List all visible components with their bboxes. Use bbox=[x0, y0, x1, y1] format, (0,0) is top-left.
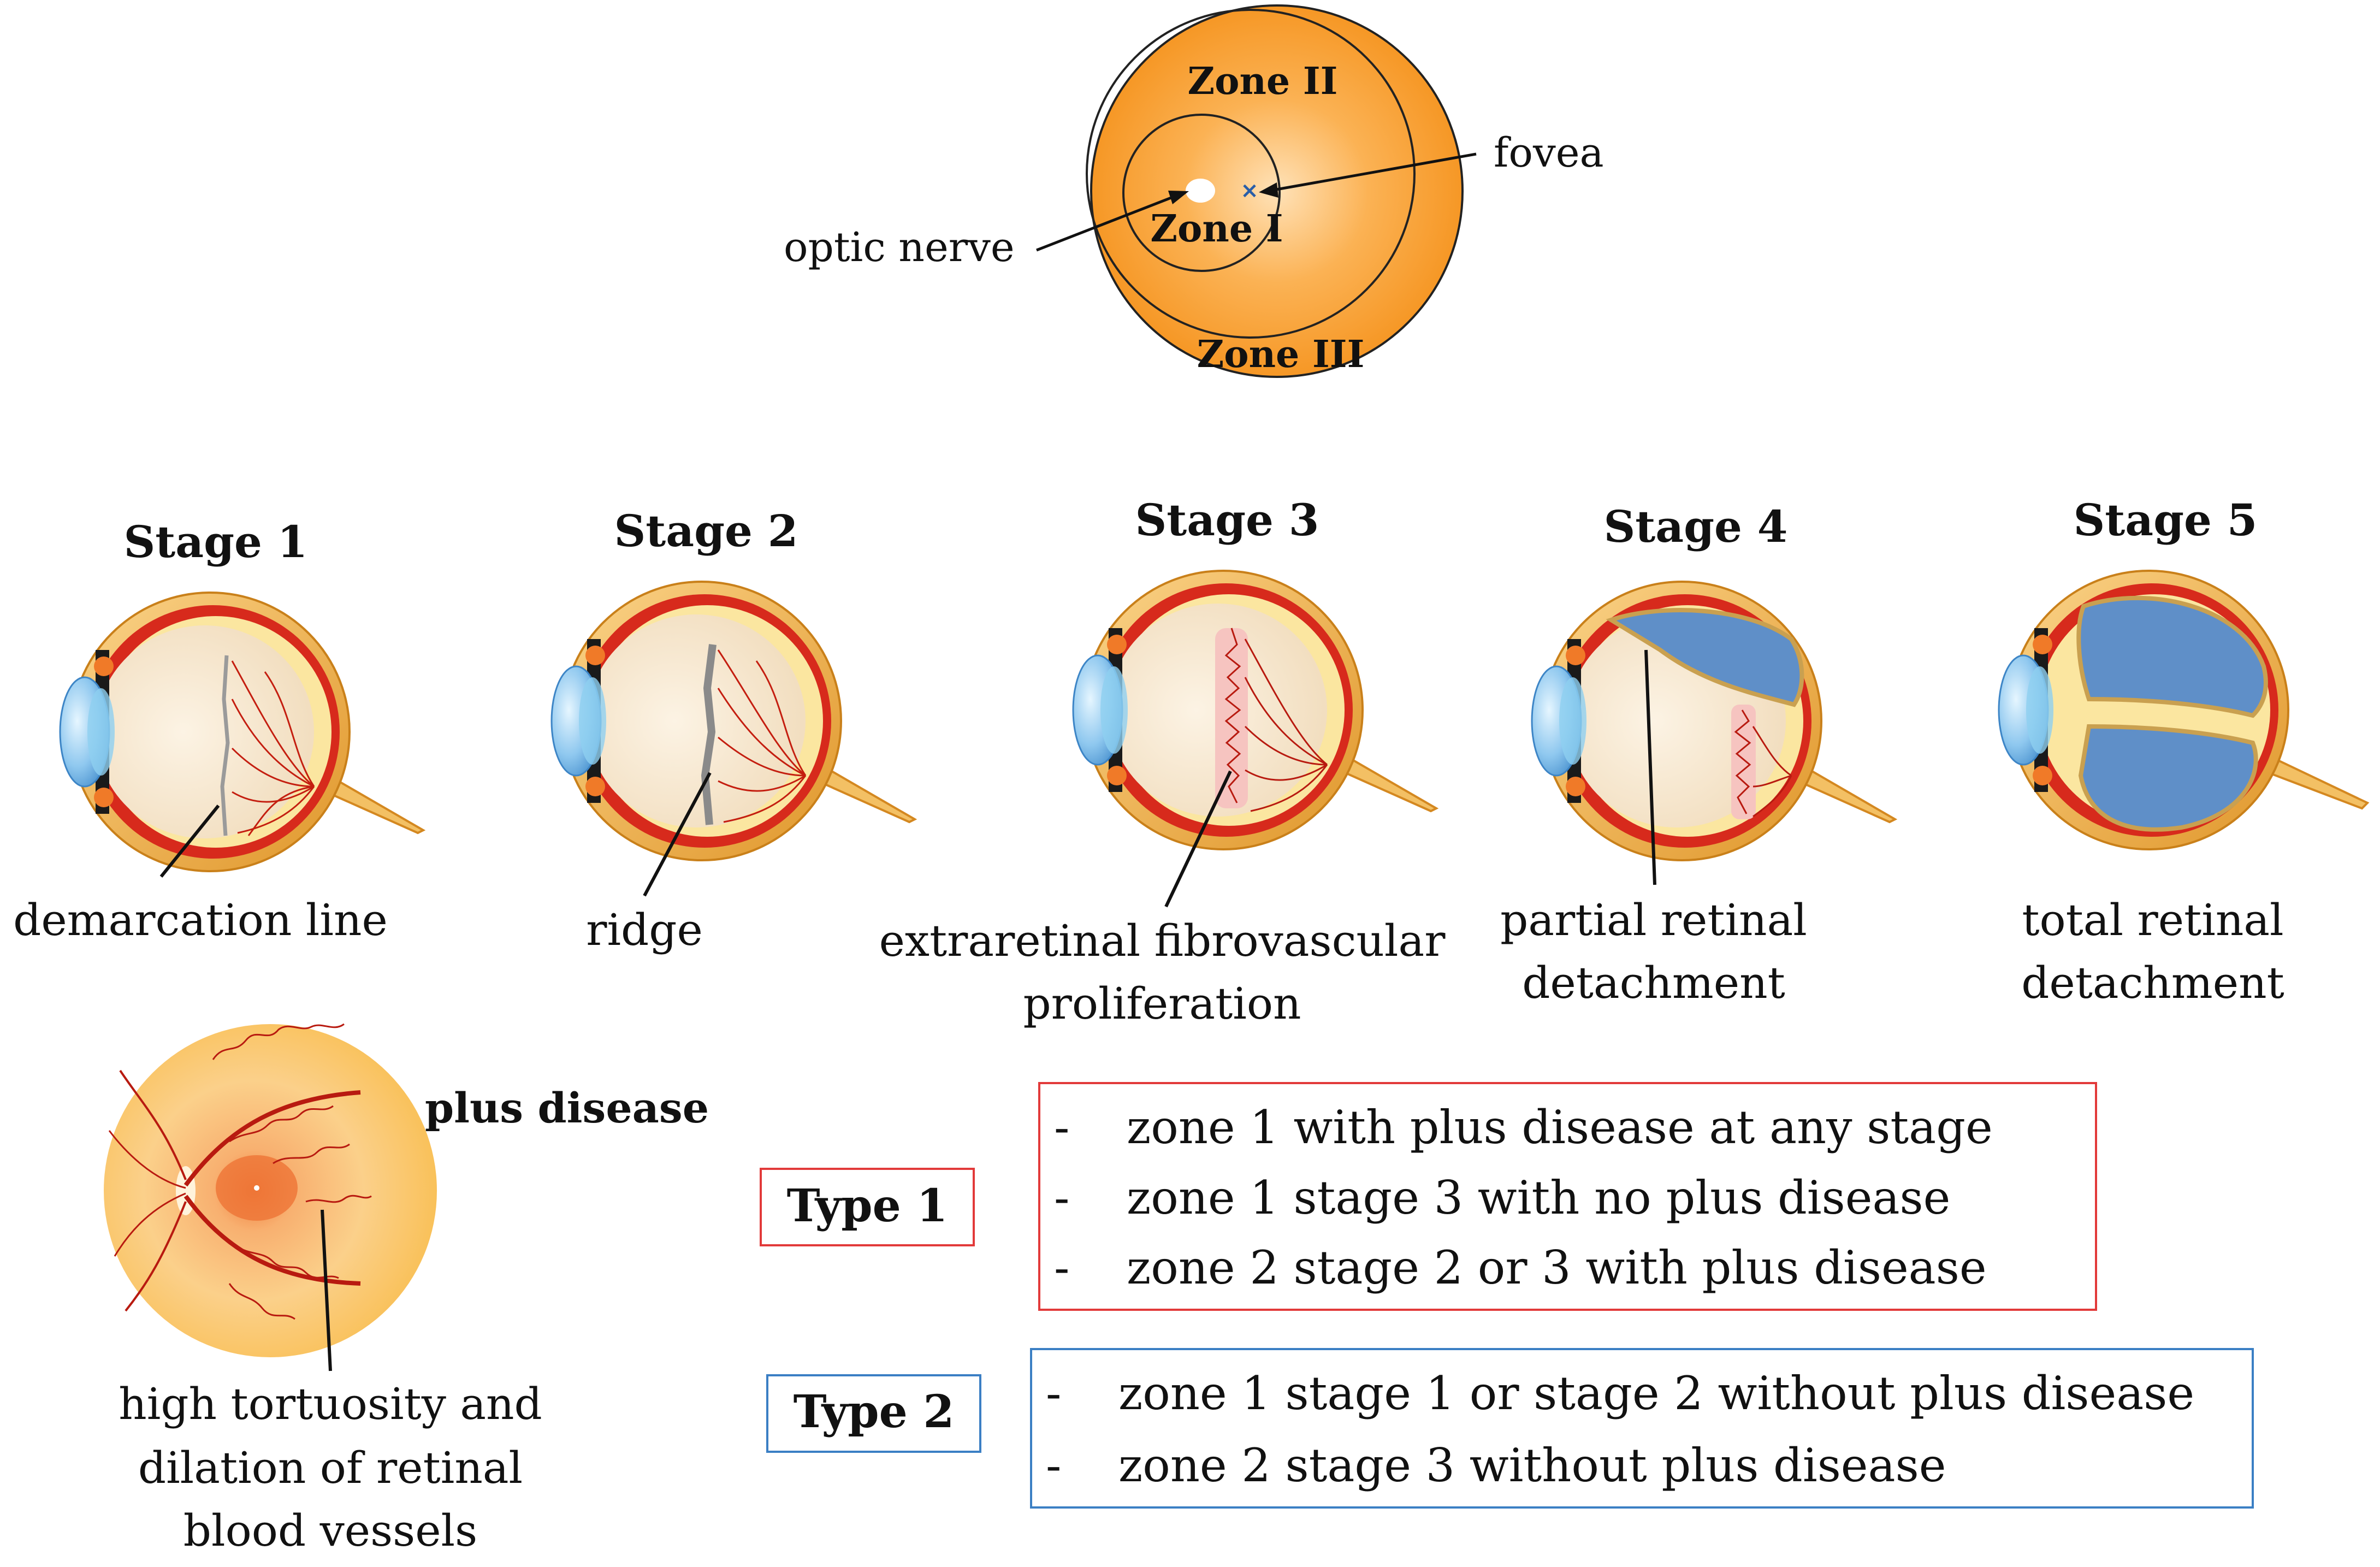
stage-captions: demarcation line ridge extraretinal fibr… bbox=[13, 895, 2284, 1029]
fovea-mark-icon: × bbox=[1240, 178, 1259, 203]
stage-2-caption: ridge bbox=[586, 904, 703, 955]
ridge-line bbox=[701, 644, 717, 825]
plus-caption-line-3: blood vessels bbox=[183, 1505, 477, 1556]
type-2-bullet-2: - bbox=[1046, 1439, 1061, 1492]
eye-stage-5 bbox=[1998, 570, 2370, 850]
plus-pointer bbox=[321, 1209, 332, 1371]
plus-disease-title: plus disease bbox=[425, 1084, 709, 1132]
fibrovascular-band bbox=[1215, 628, 1248, 808]
tortuous-vessels bbox=[108, 1023, 372, 1320]
total-detachment-fluid-upper bbox=[2076, 595, 2268, 718]
type-1-bullet-1: - bbox=[1054, 1101, 1069, 1154]
optic-nerve-label: optic nerve bbox=[784, 224, 1015, 271]
fovea-label: fovea bbox=[1494, 129, 1604, 176]
zone-diagram: × Zone II Zone I Zone III fovea optic ne… bbox=[784, 4, 1604, 378]
zone-1-label: Zone I bbox=[1150, 207, 1283, 251]
fovea-arrow bbox=[1266, 152, 1477, 193]
partial-detachment-fluid bbox=[1606, 608, 1804, 707]
stage-4-title: Stage 4 bbox=[1604, 501, 1788, 552]
eye-stage-4 bbox=[1531, 581, 1898, 861]
stage-pointers bbox=[159, 649, 1656, 908]
type-1-bullet-2: - bbox=[1054, 1171, 1069, 1225]
demarcation-line bbox=[220, 655, 230, 836]
type-1-criteria-box bbox=[1038, 1082, 2097, 1311]
plus-disease-fundus bbox=[104, 1023, 437, 1371]
stage-5-caption-line-2: detachment bbox=[2021, 957, 2284, 1008]
zone-2-label: Zone II bbox=[1188, 60, 1338, 103]
type-1-label-box bbox=[760, 1168, 975, 1246]
type-1-group: Type 1 - zone 1 with plus disease at any… bbox=[760, 1082, 2097, 1311]
stage-1-title: Stage 1 bbox=[124, 516, 308, 567]
plus-caption-line-1: high tortuosity and bbox=[119, 1379, 542, 1429]
type-2-item-1: zone 1 stage 1 or stage 2 without plus d… bbox=[1118, 1367, 2194, 1420]
zone-3-label: Zone III bbox=[1197, 333, 1365, 376]
stage-titles: Stage 1 Stage 2 Stage 3 Stage 4 Stage 5 bbox=[124, 494, 2258, 567]
type-1-item-1: zone 1 with plus disease at any stage bbox=[1127, 1101, 1993, 1154]
type-2-item-2: zone 2 stage 3 without plus disease bbox=[1118, 1439, 1946, 1492]
type-1-label: Type 1 bbox=[787, 1180, 948, 1232]
optic-nerve-arrow bbox=[1036, 193, 1180, 252]
eye-stage-3 bbox=[1072, 570, 1439, 850]
eye-stage-1 bbox=[59, 592, 426, 872]
type-2-label-box bbox=[766, 1374, 981, 1453]
stage-3-caption-line-2: proliferation bbox=[1023, 978, 1301, 1029]
stage-5-title: Stage 5 bbox=[2074, 494, 2258, 546]
stage-5-caption-line-1: total retinal bbox=[2022, 895, 2283, 945]
zone-middle-circle bbox=[1086, 9, 1416, 339]
type-2-group: Type 2 - zone 1 stage 1 or stage 2 witho… bbox=[766, 1348, 2254, 1509]
stage-3-caption-line-1: extraretinal fibrovascular bbox=[879, 915, 1446, 966]
total-detachment-fluid-lower bbox=[2078, 724, 2258, 832]
stage-1-caption: demarcation line bbox=[13, 895, 388, 945]
type-2-label: Type 2 bbox=[794, 1386, 955, 1438]
type-2-bullet-1: - bbox=[1046, 1367, 1061, 1420]
optic-disc bbox=[1186, 179, 1215, 203]
type-1-bullet-3: - bbox=[1054, 1241, 1069, 1294]
stage-4-caption-line-1: partial retinal bbox=[1500, 895, 1807, 945]
zone-inner-circle bbox=[1122, 114, 1281, 272]
type-1-item-2: zone 1 stage 3 with no plus disease bbox=[1127, 1171, 1950, 1225]
type-2-criteria-box bbox=[1030, 1348, 2254, 1509]
stage-3-title: Stage 3 bbox=[1135, 494, 1319, 546]
type-1-item-3: zone 2 stage 2 or 3 with plus disease bbox=[1127, 1241, 1987, 1294]
plus-caption-line-2: dilation of retinal bbox=[138, 1442, 523, 1493]
stage-4-caption-line-2: detachment bbox=[1522, 957, 1785, 1008]
stage-2-title: Stage 2 bbox=[614, 505, 798, 557]
eye-stage-2 bbox=[550, 581, 917, 861]
